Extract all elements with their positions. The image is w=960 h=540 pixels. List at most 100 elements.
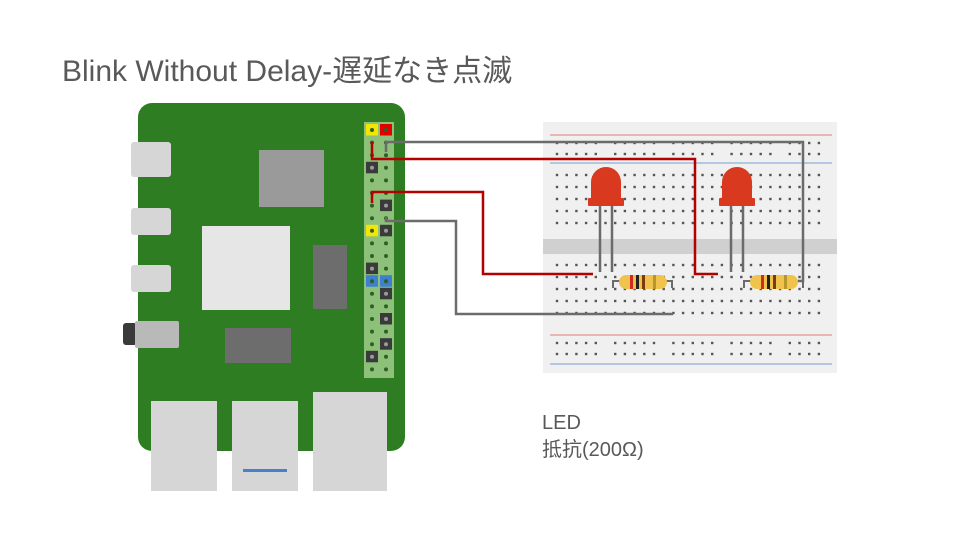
- breadboard-hole: [701, 197, 704, 201]
- breadboard-hole: [643, 185, 646, 189]
- breadboard-hole: [565, 287, 568, 291]
- breadboard-hole: [575, 173, 578, 177]
- breadboard-hole: [623, 341, 627, 345]
- breadboard-hole: [759, 221, 762, 225]
- breadboard-hole: [759, 299, 762, 303]
- breadboard-hole: [711, 197, 714, 201]
- chip-usb-hub: [225, 328, 291, 363]
- breadboard-hole: [769, 173, 772, 177]
- breadboard-hole: [769, 185, 772, 189]
- ethernet-port: [313, 392, 387, 491]
- usb-port-left-1: [131, 142, 171, 177]
- breadboard-hole: [575, 352, 578, 356]
- breadboard-hole: [701, 209, 704, 213]
- breadboard-hole: [681, 173, 685, 177]
- breadboard-hole: [681, 275, 685, 279]
- breadboard-hole: [565, 209, 568, 213]
- breadboard-hole: [691, 221, 694, 225]
- breadboard-hole: [623, 287, 627, 291]
- breadboard-hole: [808, 299, 811, 303]
- breadboard-hole: [575, 287, 578, 291]
- breadboard-hole: [769, 221, 772, 225]
- gpio-pin: [384, 266, 388, 271]
- breadboard-hole: [623, 352, 627, 356]
- breadboard-hole: [575, 341, 578, 345]
- gpio-pin: [384, 279, 388, 284]
- breadboard-hole: [701, 275, 704, 279]
- breadboard-hole: [759, 185, 762, 189]
- breadboard-hole: [817, 275, 821, 279]
- breadboard-hole: [633, 185, 636, 189]
- breadboard-hole: [691, 197, 694, 201]
- audio-jack: [135, 321, 179, 348]
- breadboard-hole: [555, 341, 559, 345]
- breadboard-hole: [691, 173, 694, 177]
- chip-lan: [313, 245, 347, 309]
- breadboard-hole: [691, 287, 694, 291]
- breadboard-hole: [769, 152, 772, 156]
- breadboard-hole: [740, 287, 743, 291]
- breadboard-hole: [633, 152, 636, 156]
- breadboard-hole: [701, 263, 704, 267]
- breadboard-hole: [720, 263, 724, 267]
- breadboard-hole: [565, 173, 568, 177]
- breadboard-hole: [808, 209, 811, 213]
- breadboard-hole: [701, 185, 704, 189]
- breadboard-hole: [769, 197, 772, 201]
- breadboard-hole: [701, 173, 704, 177]
- breadboard-hole: [817, 287, 821, 291]
- breadboard-hole: [769, 341, 772, 345]
- breadboard-hole: [575, 263, 578, 267]
- breadboard-hole: [778, 209, 782, 213]
- breadboard-hole: [798, 299, 801, 303]
- breadboard-hole: [565, 263, 568, 267]
- gpio-pin: [384, 329, 388, 334]
- wire-gnd-left: [384, 217, 673, 316]
- breadboard-hole: [614, 275, 617, 279]
- breadboard-hole: [759, 352, 762, 356]
- breadboard-hole: [672, 299, 675, 303]
- usb3-marker: [243, 469, 287, 472]
- breadboard-hole: [652, 263, 656, 267]
- breadboard-hole: [672, 152, 675, 156]
- resistor: [612, 275, 673, 289]
- breadboard-hole: [808, 287, 811, 291]
- gpio-pin: [384, 178, 388, 183]
- breadboard-hole: [701, 311, 704, 315]
- gpio-pin: [384, 254, 388, 258]
- gpio-pin: [370, 165, 374, 170]
- breadboard-hole: [788, 152, 791, 156]
- breadboard-hole: [711, 299, 714, 303]
- breadboard-hole: [623, 173, 627, 177]
- breadboard-hole: [575, 299, 578, 303]
- breadboard-hole: [798, 209, 801, 213]
- gpio-pin: [384, 153, 388, 158]
- breadboard-hole: [711, 209, 714, 213]
- breadboard-hole: [808, 275, 811, 279]
- breadboard-hole: [594, 221, 597, 225]
- breadboard-hole: [565, 221, 568, 225]
- gpio-pin: [370, 266, 374, 271]
- resistor: [743, 275, 804, 289]
- breadboard-hole: [740, 221, 743, 225]
- breadboard-hole: [730, 152, 733, 156]
- breadboard-hole: [817, 185, 821, 189]
- resistor-band: [630, 275, 633, 289]
- breadboard-hole: [808, 311, 811, 315]
- breadboard-hole: [681, 209, 685, 213]
- breadboard-hole: [740, 209, 743, 213]
- breadboard-hole: [555, 173, 559, 177]
- breadboard-hole: [778, 263, 782, 267]
- breadboard-hole: [788, 197, 791, 201]
- breadboard-hole: [691, 341, 694, 345]
- breadboard-hole: [584, 299, 588, 303]
- wire-gpio-right: [370, 142, 718, 276]
- breadboard: [543, 122, 837, 373]
- breadboard-hole: [759, 263, 762, 267]
- gpio-pin: [384, 291, 388, 296]
- breadboard-hole: [749, 352, 753, 356]
- breadboard-hole: [817, 197, 821, 201]
- breadboard-hole: [817, 173, 821, 177]
- breadboard-hole: [565, 197, 568, 201]
- breadboard-hole: [672, 275, 675, 279]
